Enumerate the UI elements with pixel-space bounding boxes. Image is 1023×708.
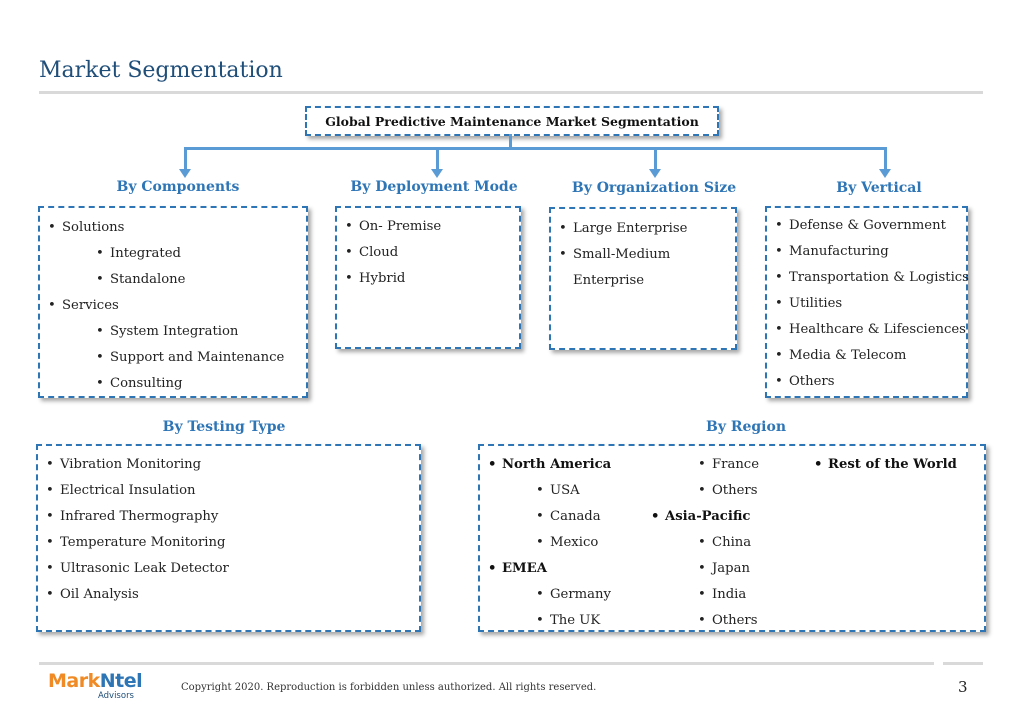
category-components-heading: By Components [116,179,240,195]
list-item: •Hybrid [345,271,406,286]
category-deployment-heading: By Deployment Mode [350,179,518,195]
list-item: •Transportation & Logistics [775,270,969,285]
list-item: •Solutions [48,220,125,235]
list-item: •Large Enterprise [559,221,688,236]
root-segmentation-box: Global Predictive Maintenance Market Seg… [305,106,719,136]
page-number: 3 [958,678,968,696]
list-item: •On- Premise [345,219,442,234]
list-item: •Electrical Insulation [46,483,196,498]
list-item: Enterprise [573,273,645,288]
list-item: •Integrated [96,246,181,261]
list-item: •Consulting [96,376,183,391]
list-item: •Mexico [536,535,599,550]
list-item: •Standalone [96,272,186,287]
connector-bus [184,147,887,150]
list-item: •Cloud [345,245,399,260]
connector-drop-vertical [884,147,887,171]
list-item: •Services [48,298,119,313]
list-item: •Vibration Monitoring [46,457,202,472]
category-region-heading: By Region [705,419,786,435]
company-logo: MarkNtel Advisors [48,670,143,701]
list-item: •Japan [698,561,750,576]
title-divider [39,91,983,94]
list-item: •Others [775,374,835,389]
arrow-components [179,169,191,178]
organization-box: •Large Enterprise •Small-Medium Enterpri… [549,207,737,350]
connector-drop-components [184,147,187,171]
deployment-box: •On- Premise •Cloud •Hybrid [335,206,521,349]
list-item: •Ultrasonic Leak Detector [46,561,229,576]
copyright-text: Copyright 2020. Reproduction is forbidde… [181,682,597,693]
category-organization-heading: By Organization Size [571,180,737,196]
list-item: •Asia-Pacific [651,509,751,524]
arrow-deployment [431,169,443,178]
footer-divider-short [943,662,983,665]
list-item: •Support and Maintenance [96,350,285,365]
list-item: •Others [698,483,758,498]
list-item: •Defense & Government [775,218,946,233]
connector-drop-organization [654,147,657,171]
page-title: Market Segmentation [39,58,283,83]
region-box: •North America •USA •Canada •Mexico •EME… [478,444,986,632]
list-item: •The UK [536,613,601,628]
list-item: •France [698,457,759,472]
testing-box: •Vibration Monitoring •Electrical Insula… [36,444,421,632]
list-item: •Infrared Thermography [46,509,219,524]
list-item: •Healthcare & Lifesciences [775,322,966,337]
list-item: •System Integration [96,324,239,339]
list-item: •Rest of the World [814,457,957,472]
category-testing-heading: By Testing Type [162,419,286,435]
list-item: •North America [488,457,612,472]
arrow-vertical [879,169,891,178]
list-item: •Manufacturing [775,244,889,259]
list-item: •Canada [536,509,601,524]
footer-divider [39,662,934,665]
category-vertical-heading: By Vertical [836,180,922,196]
list-item: •China [698,535,752,550]
list-item: •Small-Medium [559,247,671,262]
connector-drop-deployment [436,147,439,171]
vertical-box: •Defense & Government •Manufacturing •Tr… [765,206,969,398]
list-item: •Utilities [775,296,843,311]
components-box: •Solutions •Integrated •Standalone •Serv… [38,206,308,398]
list-item: •Media & Telecom [775,348,907,363]
list-item: •Temperature Monitoring [46,535,226,550]
list-item: •EMEA [488,561,547,576]
list-item: •Germany [536,587,611,602]
connector-stem [509,134,512,149]
arrow-organization [649,169,661,178]
list-item: •India [698,587,747,602]
list-item: •Others [698,613,758,628]
list-item: •Oil Analysis [46,587,139,602]
list-item: •USA [536,483,580,498]
